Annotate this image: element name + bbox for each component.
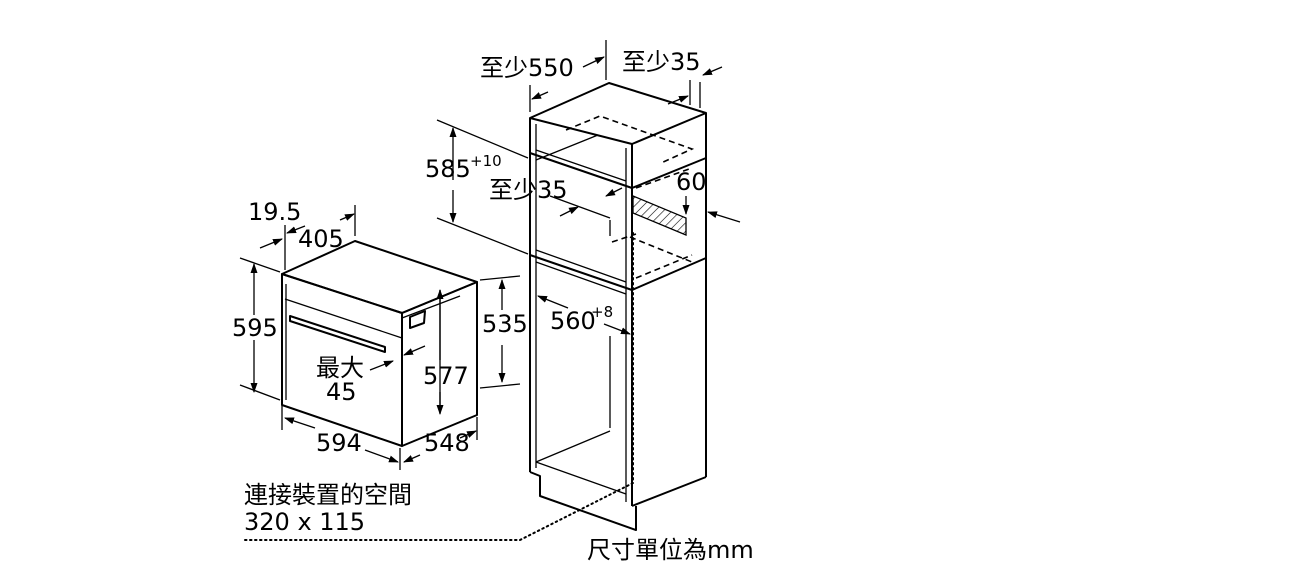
oven-405-label: 405: [298, 225, 344, 253]
oven-19-5-label: 19.5: [248, 198, 301, 226]
oven-max-label: 最大: [316, 354, 364, 382]
unit-note: 尺寸單位為mm: [587, 536, 754, 564]
connection-space-title: 連接裝置的空間: [244, 481, 412, 509]
oven-45-label: 45: [326, 378, 357, 406]
niche-height-label: 585: [425, 155, 471, 183]
oven: [281, 240, 478, 447]
connection-space-size: 320 x 115: [244, 508, 365, 536]
niche-height-tolerance: +10: [470, 152, 502, 170]
niche-width-tolerance: +8: [591, 303, 613, 321]
vent-height-label: 60: [676, 168, 707, 196]
cabinet-depth-label: 至少550: [480, 54, 574, 82]
vent-gap-label: 至少35: [489, 176, 568, 204]
oven-535-label: 535: [482, 310, 528, 338]
oven-594-label: 594: [316, 429, 362, 457]
oven-595-label: 595: [232, 314, 278, 342]
oven-548-label: 548: [424, 429, 470, 457]
oven-577-label: 577: [423, 362, 469, 390]
cabinet-side-gap-label: 至少35: [622, 48, 701, 76]
niche-width-label: 560: [550, 307, 596, 335]
cabinet: [529, 82, 707, 531]
dimension-lines: [239, 40, 741, 470]
connection-path: [244, 229, 634, 541]
